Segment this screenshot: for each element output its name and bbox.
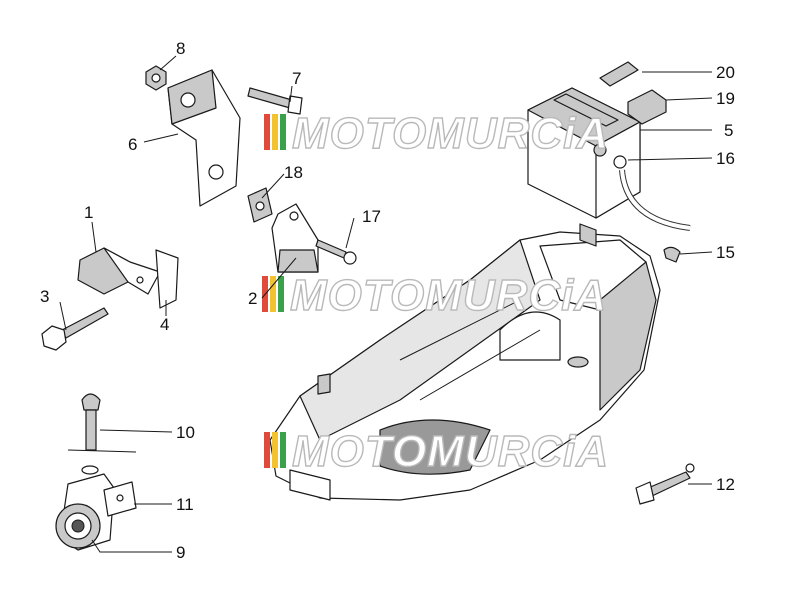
callout-5: 5: [724, 121, 733, 140]
part-bolt-3: [41, 307, 109, 351]
part-helmet-compartment: [269, 223, 661, 501]
part-relay-1: [77, 247, 161, 295]
callout-18: 18: [284, 163, 303, 182]
callouts: 8 7 6 18 1 17 3 2 4 10 11 9 12 15 16 5 1…: [40, 39, 735, 562]
callout-1: 1: [84, 203, 93, 222]
watermark-1: MOTOMURCiA: [264, 108, 609, 159]
part-bracket-2: [271, 203, 319, 273]
part-bolt-12: [635, 463, 695, 505]
watermark-text: MOTOMURCiA: [292, 109, 609, 158]
callout-12: 12: [716, 475, 735, 494]
callout-19: 19: [716, 89, 735, 108]
callout-7: 7: [292, 69, 301, 88]
part-screw-17: [315, 239, 357, 265]
part-bracket-4: [155, 249, 179, 309]
part-clip-18: [247, 187, 273, 223]
part-hose-16: [613, 155, 691, 231]
part-bracket-6: [167, 69, 241, 207]
watermark-2: MOTOMURCiA: [262, 270, 607, 321]
part-bolt-7: [247, 87, 303, 115]
part-cover-20: [599, 61, 639, 87]
callout-11: 11: [176, 495, 194, 514]
callout-8: 8: [176, 39, 185, 58]
watermark-text: MOTOMURCiA: [292, 427, 609, 476]
part-clamp-15: [663, 246, 681, 263]
watermark-3: MOTOMURCiA: [264, 426, 609, 477]
leader-lines: [59, 55, 713, 553]
part-nut-8: [145, 65, 167, 91]
part-bolt-10: [81, 393, 101, 451]
callout-3: 3: [40, 287, 49, 306]
part-mount-9: [55, 473, 115, 551]
callout-10: 10: [176, 423, 195, 442]
callout-2: 2: [248, 289, 257, 308]
part-battery-5: [527, 87, 641, 219]
callout-9: 9: [176, 543, 185, 562]
callout-6: 6: [128, 135, 137, 154]
callout-20: 20: [716, 63, 735, 82]
part-fuse-19: [627, 89, 667, 125]
callout-4: 4: [160, 315, 169, 334]
callout-15: 15: [716, 243, 735, 262]
part-washer: [81, 465, 99, 475]
callout-16: 16: [716, 149, 735, 168]
watermark-text: MOTOMURCiA: [290, 271, 607, 320]
part-bracket-11: [103, 481, 137, 517]
callout-17: 17: [362, 207, 381, 226]
